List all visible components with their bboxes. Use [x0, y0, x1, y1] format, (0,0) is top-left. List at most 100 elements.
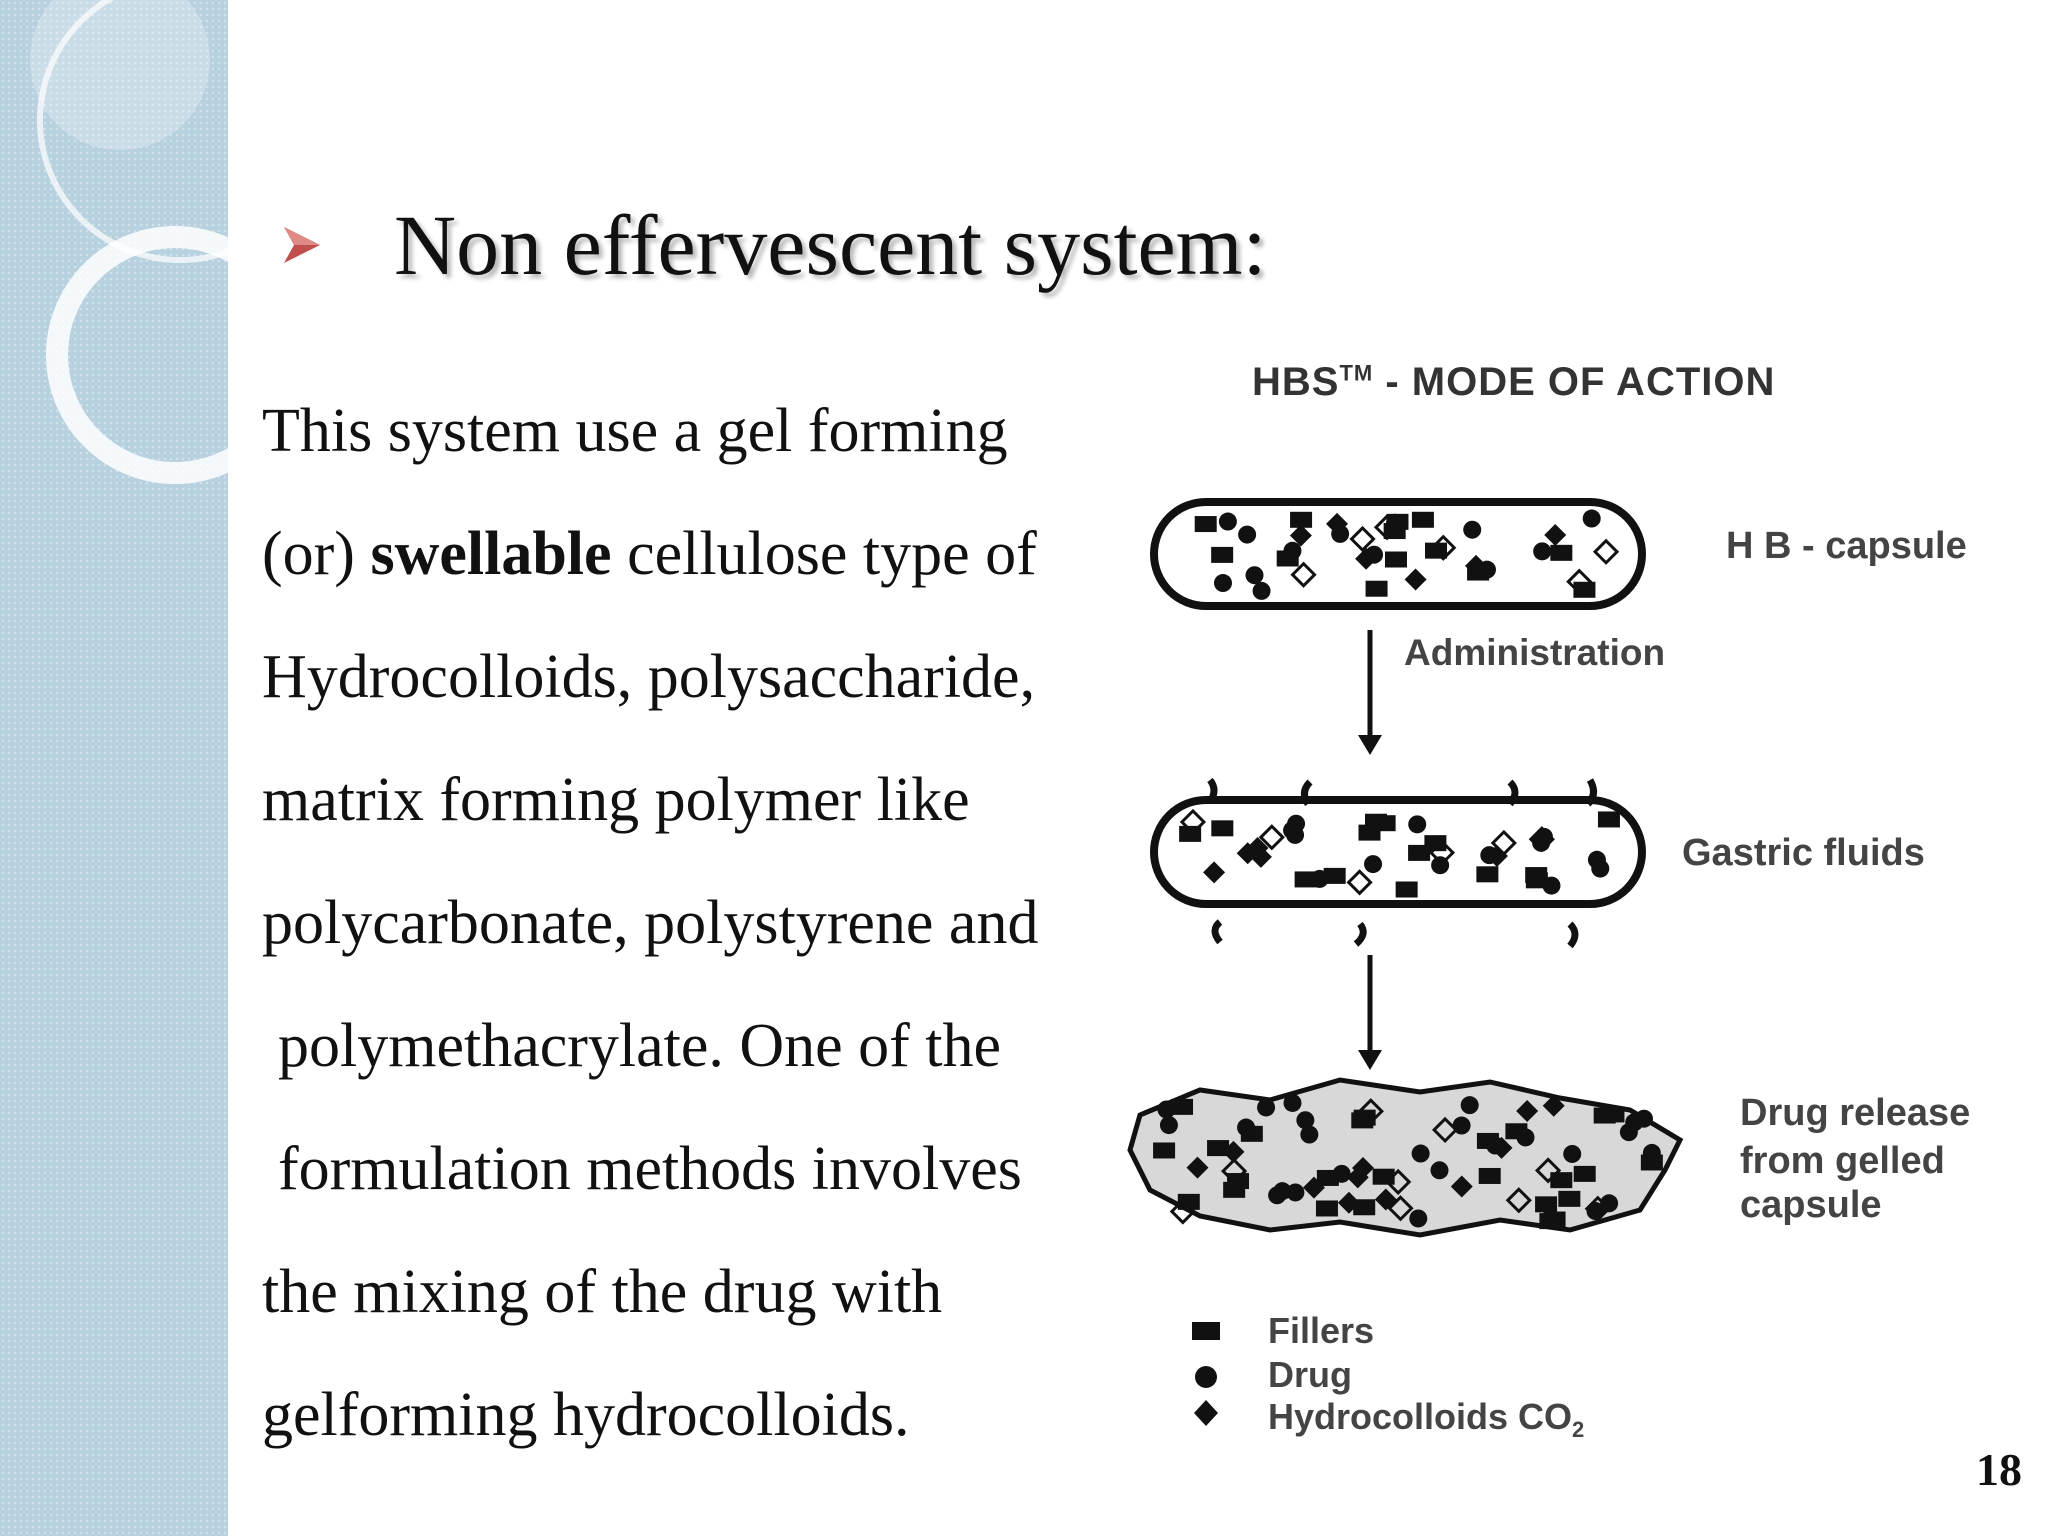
capsule-in-gastric-fluid-shape	[1150, 777, 1646, 949]
particle-mark	[1294, 871, 1317, 888]
particle-mark	[1450, 1175, 1473, 1198]
particle-mark	[1533, 542, 1552, 561]
arrow-bullet-icon	[284, 227, 320, 263]
label-administration: Administration	[1404, 632, 1666, 673]
particle-mark	[1179, 808, 1207, 836]
hb-capsule-shape	[1150, 498, 1646, 610]
particle-mark	[1602, 1106, 1625, 1123]
fillers-marker-icon	[1192, 1322, 1220, 1340]
particle-mark	[1411, 511, 1434, 528]
body-line-text: gelforming hydrocolloids.	[262, 1381, 910, 1449]
particle-mark	[1238, 525, 1257, 544]
particle-mark	[1550, 1172, 1573, 1189]
particle-mark	[1290, 511, 1313, 528]
body-line: gelforming hydrocolloids.	[262, 1354, 1122, 1477]
label-gastric-fluids: Gastric fluids	[1682, 832, 1925, 874]
particle-mark	[1346, 869, 1373, 896]
particle-mark	[1430, 1161, 1449, 1180]
particle-mark	[1153, 1142, 1176, 1159]
label-drug-release-2: from gelled	[1740, 1140, 1945, 1182]
particle-mark	[1534, 827, 1553, 846]
particle-mark	[1323, 867, 1346, 884]
particle-mark	[1290, 561, 1317, 588]
particle-mark	[1597, 811, 1620, 828]
body-line: (or) swellable cellulose type of	[262, 493, 1122, 616]
particle-mark	[1404, 568, 1427, 591]
particle-mark	[1642, 1143, 1661, 1162]
particle-mark	[1591, 859, 1610, 878]
legend-hydrocolloids-text: Hydrocolloids CO	[1268, 1396, 1573, 1437]
particle-mark	[1177, 1193, 1200, 1210]
diagram-title: HBSTM - MODE OF ACTION	[1252, 360, 1775, 405]
body-paragraph: This system use a gel forming (or) swella…	[262, 370, 1122, 1477]
particle-mark	[1634, 1109, 1653, 1128]
particle-mark	[1619, 1123, 1638, 1142]
particle-mark	[1411, 1144, 1430, 1163]
slide-title: Non effervescent system:	[394, 197, 1267, 293]
body-line-text-continued: cellulose type of	[611, 520, 1037, 588]
particle-mark	[1408, 844, 1431, 861]
particle-mark	[1395, 881, 1418, 898]
particle-mark	[1431, 1116, 1459, 1144]
particle-mark	[1486, 1136, 1505, 1155]
particle-mark	[1490, 829, 1517, 857]
legend-fillers: Fillers	[1268, 1310, 1375, 1351]
particle-mark	[1463, 520, 1482, 539]
particle-mark	[1211, 546, 1234, 563]
particle-mark	[1386, 513, 1405, 532]
particle-mark	[1505, 1187, 1532, 1214]
particle-mark	[1425, 542, 1448, 559]
particle-mark	[1296, 1111, 1315, 1130]
gelling-arrow-icon	[1358, 955, 1382, 1070]
particle-mark	[1213, 574, 1232, 593]
body-line: polycarbonate, polystyrene and	[262, 862, 1122, 985]
particle-mark	[1478, 1167, 1501, 1184]
particle-mark	[1236, 842, 1259, 865]
body-line-text: Hydrocolloids, polysaccharide,	[262, 643, 1036, 711]
particle-mark	[1563, 1144, 1582, 1163]
legend-hydrocolloids: Hydrocolloids CO2	[1268, 1396, 1584, 1443]
particle-mark	[1287, 814, 1306, 833]
particle-mark	[1300, 1125, 1319, 1144]
particle-mark	[1349, 525, 1376, 553]
particle-mark	[1460, 1096, 1479, 1115]
particle-mark	[1582, 509, 1601, 528]
particle-mark	[1286, 1183, 1305, 1202]
particle-mark	[1159, 1116, 1178, 1135]
hydrocolloids-marker-icon	[1194, 1400, 1218, 1426]
particle-mark	[1534, 1157, 1562, 1184]
particle-mark	[1535, 1196, 1558, 1213]
decorative-sidebar	[0, 0, 228, 1536]
particle-mark	[1258, 824, 1285, 851]
particle-mark	[1385, 1168, 1412, 1196]
particle-mark	[1566, 568, 1593, 595]
label-drug-release-3: capsule	[1740, 1184, 1882, 1226]
particle-mark	[1539, 1213, 1562, 1230]
particle-mark	[1374, 1188, 1397, 1211]
particle-mark	[1364, 855, 1383, 874]
particle-mark	[1573, 1165, 1596, 1182]
particle-mark	[1276, 550, 1299, 567]
administration-arrow-icon	[1358, 630, 1382, 755]
particle-mark	[1237, 1118, 1256, 1137]
particle-mark	[1194, 516, 1217, 533]
particle-mark	[1373, 815, 1396, 832]
label-drug-release-1: Drug release	[1740, 1092, 1971, 1134]
particle-mark	[1171, 1098, 1194, 1115]
body-line: matrix forming polymer like	[262, 739, 1122, 862]
particle-mark	[1211, 820, 1234, 837]
particle-mark	[1252, 581, 1271, 600]
particle-mark	[1257, 1098, 1276, 1117]
body-line-text: formulation methods involves	[278, 1135, 1022, 1203]
diagram-title-suffix: - MODE OF ACTION	[1373, 360, 1776, 404]
body-line-text: This system use a gel forming	[262, 397, 1008, 465]
gelled-capsule-shape	[1127, 1077, 1684, 1238]
legend-subscript: 2	[1572, 1417, 1585, 1443]
slide-title-row: Non effervescent system:	[280, 190, 1266, 300]
particle-mark	[1600, 1194, 1619, 1213]
particle-mark	[1331, 524, 1350, 543]
particle-mark	[1408, 815, 1427, 834]
body-line: This system use a gel forming	[262, 370, 1122, 493]
body-line-text: matrix forming polymer like	[262, 766, 970, 834]
trademark-sup: TM	[1339, 360, 1374, 386]
